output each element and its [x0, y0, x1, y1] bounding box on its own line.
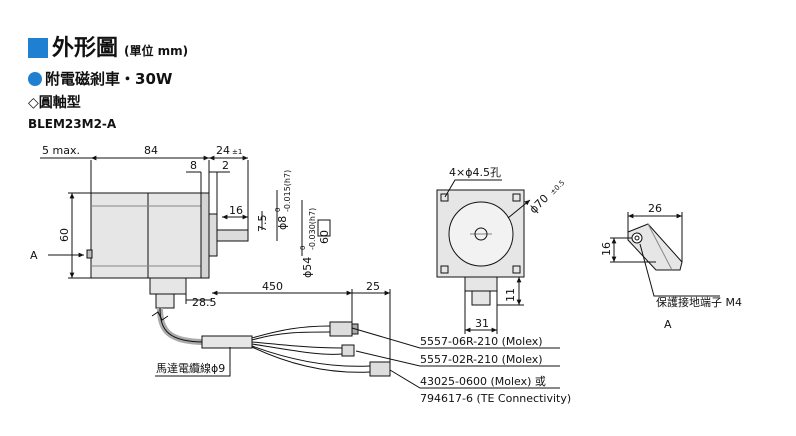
side-view-labels: 5 max. 84 24 ±1 8 2 16 7.5 ϕ8 0 -0.015(h… [30, 144, 571, 405]
dim-24: 24 [216, 144, 230, 157]
connector3a-label: 43025-0600 (Molex) 或 [420, 375, 546, 388]
bracket-edge [647, 223, 673, 271]
flange [200, 192, 210, 279]
lead-wire-2 [251, 331, 331, 341]
dim-phi54: ϕ54 [301, 257, 314, 278]
dim-phi54-tol-a: 0 [299, 246, 307, 250]
lead-wire-4 [251, 343, 343, 355]
leader-cable [155, 347, 231, 377]
leader-terminal [639, 243, 720, 297]
cable-label: 馬達電纜線ϕ9 [156, 361, 225, 375]
lead-wire-6 [251, 346, 371, 373]
front-view [436, 179, 531, 334]
section-title: 外形圖 [52, 36, 119, 61]
pilot [208, 213, 218, 257]
view-a-caption: A [664, 318, 672, 331]
lead-wire-3 [251, 341, 343, 349]
pcd-tol: ±0.5 [549, 179, 567, 197]
model-number: BLEM23M2-A [28, 117, 117, 131]
dim-31: 31 [475, 317, 489, 330]
side-view [40, 155, 560, 389]
product-subtitle: 附電磁剎車・30W [28, 68, 172, 89]
view-a-label: A [30, 249, 38, 262]
terminal-bracket [627, 223, 683, 271]
dim-450: 450 [262, 280, 283, 293]
dim-16r: 16 [600, 242, 613, 256]
dim-sq60: 60 [318, 230, 331, 244]
subtitle-text: 附電磁剎車・30W [45, 70, 173, 88]
square-symbol [317, 219, 331, 237]
connector-2pin [341, 344, 355, 357]
shaft-type-label: ◇圓軸型 [28, 95, 81, 111]
dim-7-5: 7.5 [256, 215, 269, 233]
terminal-label: 保護接地端子 M4 [656, 295, 742, 309]
view-a-labels: 26 16 保護接地端子 M4 A [600, 202, 742, 331]
lead-wire-1 [251, 325, 331, 339]
connector2-label: 5557-02R-210 (Molex) [420, 353, 543, 366]
terminal-screw [631, 232, 643, 244]
section-header: 外形圖 (單位 mm) [28, 30, 188, 62]
dim-16: 16 [229, 204, 243, 217]
view-a [610, 212, 720, 297]
dim-24-tol: ±1 [232, 148, 242, 156]
blue-square-icon [28, 38, 48, 58]
unit-label: (單位 mm) [124, 44, 189, 58]
leader-holes [444, 179, 502, 198]
dim-2: 2 [222, 159, 229, 172]
connector-ground [369, 361, 391, 377]
dim-phi54-tol-b: -0.030(h7) [308, 208, 317, 250]
leader-connector1 [351, 327, 560, 349]
dim-84: 84 [144, 144, 158, 157]
shaft [216, 229, 249, 242]
mount-hole-tl [440, 193, 449, 202]
dim-60: 60 [58, 228, 71, 242]
motor-body [90, 192, 210, 279]
mount-hole-br [512, 265, 521, 274]
holes-label: 4×ϕ4.5孔 [449, 166, 501, 179]
leader-pcd [507, 199, 531, 219]
front-cable-bushing [471, 290, 491, 306]
leader-connector3 [389, 369, 560, 389]
dim-26: 26 [648, 202, 662, 215]
dim-8: 8 [190, 159, 197, 172]
connector-6pin [329, 321, 353, 337]
lead-wire-5 [251, 345, 371, 367]
cable-bushing [155, 293, 175, 309]
dim-phi8-tol-b: -0.015(h7) [283, 170, 292, 212]
front-cable-box [464, 276, 498, 292]
dim-phi8-tol-a: 0 [274, 208, 282, 212]
mount-hole-tr [512, 193, 521, 202]
cable-exit [149, 277, 187, 295]
dim-11: 11 [504, 288, 517, 302]
rear-plug [86, 249, 93, 259]
dim-28-5: 28.5 [192, 296, 217, 309]
mount-hole-bl [440, 265, 449, 274]
connector3b-label: 794617-6 (TE Connectivity) [420, 392, 571, 405]
pcd-label: ϕ70 [527, 192, 551, 216]
leader-connector2 [355, 350, 560, 367]
cable-break-mark [151, 311, 169, 321]
dim-phi8: ϕ8 [276, 216, 289, 230]
cable-sheath [201, 335, 253, 349]
dim-25: 25 [366, 280, 380, 293]
blue-dot-icon [28, 71, 42, 86]
terminal-screw-center [634, 235, 640, 241]
dim-5max: 5 max. [42, 144, 80, 157]
connector1-label: 5557-06R-210 (Molex) [420, 335, 543, 348]
